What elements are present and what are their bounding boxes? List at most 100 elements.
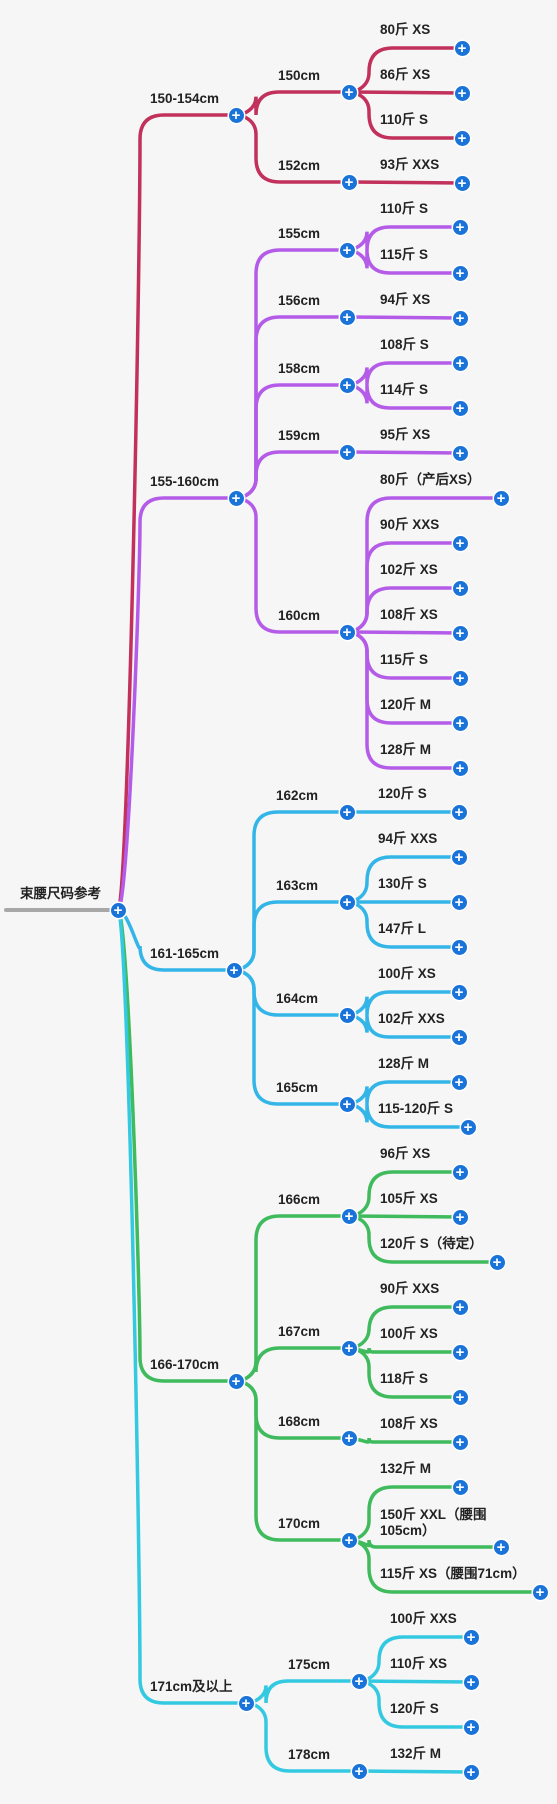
leaf-expand-icon[interactable]: +: [493, 490, 509, 506]
leaf-link: [347, 1436, 462, 1444]
leaf-expand-icon[interactable]: +: [451, 939, 467, 955]
group-expand-icon[interactable]: +: [341, 174, 357, 190]
leaf-expand-icon[interactable]: +: [452, 625, 468, 641]
branch-link: [116, 113, 238, 912]
leaf-link: [347, 90, 464, 140]
group-expand-icon[interactable]: +: [339, 444, 355, 460]
group-expand-icon[interactable]: +: [351, 1673, 367, 1689]
leaf-expand-icon[interactable]: +: [452, 1389, 468, 1405]
root-expand-icon[interactable]: +: [110, 902, 126, 918]
leaf-expand-icon[interactable]: +: [451, 894, 467, 910]
leaf-expand-icon[interactable]: +: [463, 1674, 479, 1690]
leaf-expand-icon[interactable]: +: [452, 445, 468, 461]
group-expand-icon[interactable]: +: [339, 377, 355, 393]
leaf-expand-icon[interactable]: +: [451, 1029, 467, 1045]
branch-expand-icon[interactable]: +: [228, 107, 244, 123]
leaf-expand-icon[interactable]: +: [452, 1434, 468, 1450]
leaf-link: [347, 1305, 462, 1350]
leaf-label: 108斤 XS: [380, 1416, 438, 1431]
group-expand-icon[interactable]: +: [341, 1208, 357, 1224]
leaf-expand-icon[interactable]: +: [452, 400, 468, 416]
leaf-label: 108斤 S: [380, 337, 429, 352]
leaf-label: 110斤 S: [380, 201, 429, 216]
group-expand-icon[interactable]: +: [341, 1532, 357, 1548]
leaf-expand-icon[interactable]: +: [452, 580, 468, 596]
group-label: 165cm: [276, 1080, 319, 1095]
leaf-expand-icon[interactable]: +: [454, 130, 470, 146]
leaf-expand-icon[interactable]: +: [463, 1629, 479, 1645]
group-expand-icon[interactable]: +: [339, 1096, 355, 1112]
leaf-expand-icon[interactable]: +: [460, 1119, 476, 1135]
leaf-expand-icon[interactable]: +: [451, 1074, 467, 1090]
leaf-label: 105斤 XS: [380, 1191, 438, 1206]
leaf-expand-icon[interactable]: +: [489, 1254, 505, 1270]
leaf-link: [345, 630, 462, 635]
leaf-expand-icon[interactable]: +: [454, 40, 470, 56]
leaf-expand-icon[interactable]: +: [452, 1164, 468, 1180]
group-expand-icon[interactable]: +: [339, 242, 355, 258]
group-link: [232, 968, 349, 1106]
leaf-link: [357, 1679, 473, 1729]
branch-label: 150-154cm: [150, 91, 220, 106]
branch-expand-icon[interactable]: +: [238, 1695, 254, 1711]
leaf-expand-icon[interactable]: +: [463, 1764, 479, 1780]
leaf-expand-icon[interactable]: +: [452, 310, 468, 326]
leaf-expand-icon[interactable]: +: [452, 1344, 468, 1360]
leaf-expand-icon[interactable]: +: [452, 670, 468, 686]
branch-expand-icon[interactable]: +: [226, 962, 242, 978]
leaf-expand-icon[interactable]: +: [454, 85, 470, 101]
leaf-expand-icon[interactable]: +: [452, 715, 468, 731]
leaf-expand-icon[interactable]: +: [463, 1719, 479, 1735]
leaf-expand-icon[interactable]: +: [452, 1479, 468, 1495]
leaf-expand-icon[interactable]: +: [452, 1209, 468, 1225]
leaf-label: 95斤 XS: [380, 427, 431, 442]
group-link: [234, 113, 351, 184]
root-label: 束腰尺码参考: [20, 886, 101, 901]
leaf-label: 108斤 XS: [380, 607, 438, 622]
group-expand-icon[interactable]: +: [339, 804, 355, 820]
leaf-label: 118斤 S: [380, 1371, 429, 1386]
group-expand-icon[interactable]: +: [341, 1340, 357, 1356]
leaf-label: 130斤 S: [378, 876, 427, 891]
leaf-expand-icon[interactable]: +: [454, 175, 470, 191]
leaf-expand-icon[interactable]: +: [452, 219, 468, 235]
leaf-link: [347, 1170, 462, 1218]
group-expand-icon[interactable]: +: [339, 309, 355, 325]
group-label: 160cm: [278, 608, 321, 623]
group-expand-icon[interactable]: +: [339, 1007, 355, 1023]
leaf-link: [345, 855, 461, 904]
group-link: [234, 450, 349, 500]
leaf-expand-icon[interactable]: +: [451, 804, 467, 820]
leaf-label: 100斤 XS: [378, 966, 436, 981]
leaf-expand-icon[interactable]: +: [452, 265, 468, 281]
leaf-expand-icon[interactable]: +: [452, 355, 468, 371]
branch-expand-icon[interactable]: +: [228, 490, 244, 506]
group-expand-icon[interactable]: +: [351, 1763, 367, 1779]
leaf-expand-icon[interactable]: +: [452, 760, 468, 776]
leaf-expand-icon[interactable]: +: [532, 1584, 548, 1600]
group-expand-icon[interactable]: +: [339, 624, 355, 640]
branch-link: [116, 908, 236, 972]
leaf-expand-icon[interactable]: +: [451, 984, 467, 1000]
leaf-expand-icon[interactable]: +: [452, 1299, 468, 1315]
branch-expand-icon[interactable]: +: [228, 1373, 244, 1389]
group-expand-icon[interactable]: +: [341, 84, 357, 100]
group-label: 150cm: [278, 68, 321, 83]
group-label: 164cm: [276, 991, 319, 1006]
leaf-expand-icon[interactable]: +: [451, 849, 467, 865]
leaf-link: [345, 450, 462, 455]
group-label: 170cm: [278, 1516, 321, 1531]
group-expand-icon[interactable]: +: [339, 894, 355, 910]
branch-label: 171cm及以上: [150, 1679, 233, 1694]
group-expand-icon[interactable]: +: [341, 1430, 357, 1446]
leaf-link: [347, 1485, 462, 1542]
leaf-label: 128斤 M: [378, 1056, 430, 1071]
branch-link: [116, 496, 238, 912]
group-link: [234, 1346, 351, 1383]
leaf-expand-icon[interactable]: +: [452, 535, 468, 551]
group-link: [234, 496, 349, 634]
leaf-label: 128斤 M: [380, 742, 432, 757]
leaf-expand-icon[interactable]: +: [493, 1539, 509, 1555]
leaf-label: 115斤 XS（腰围71cm）: [380, 1566, 526, 1581]
